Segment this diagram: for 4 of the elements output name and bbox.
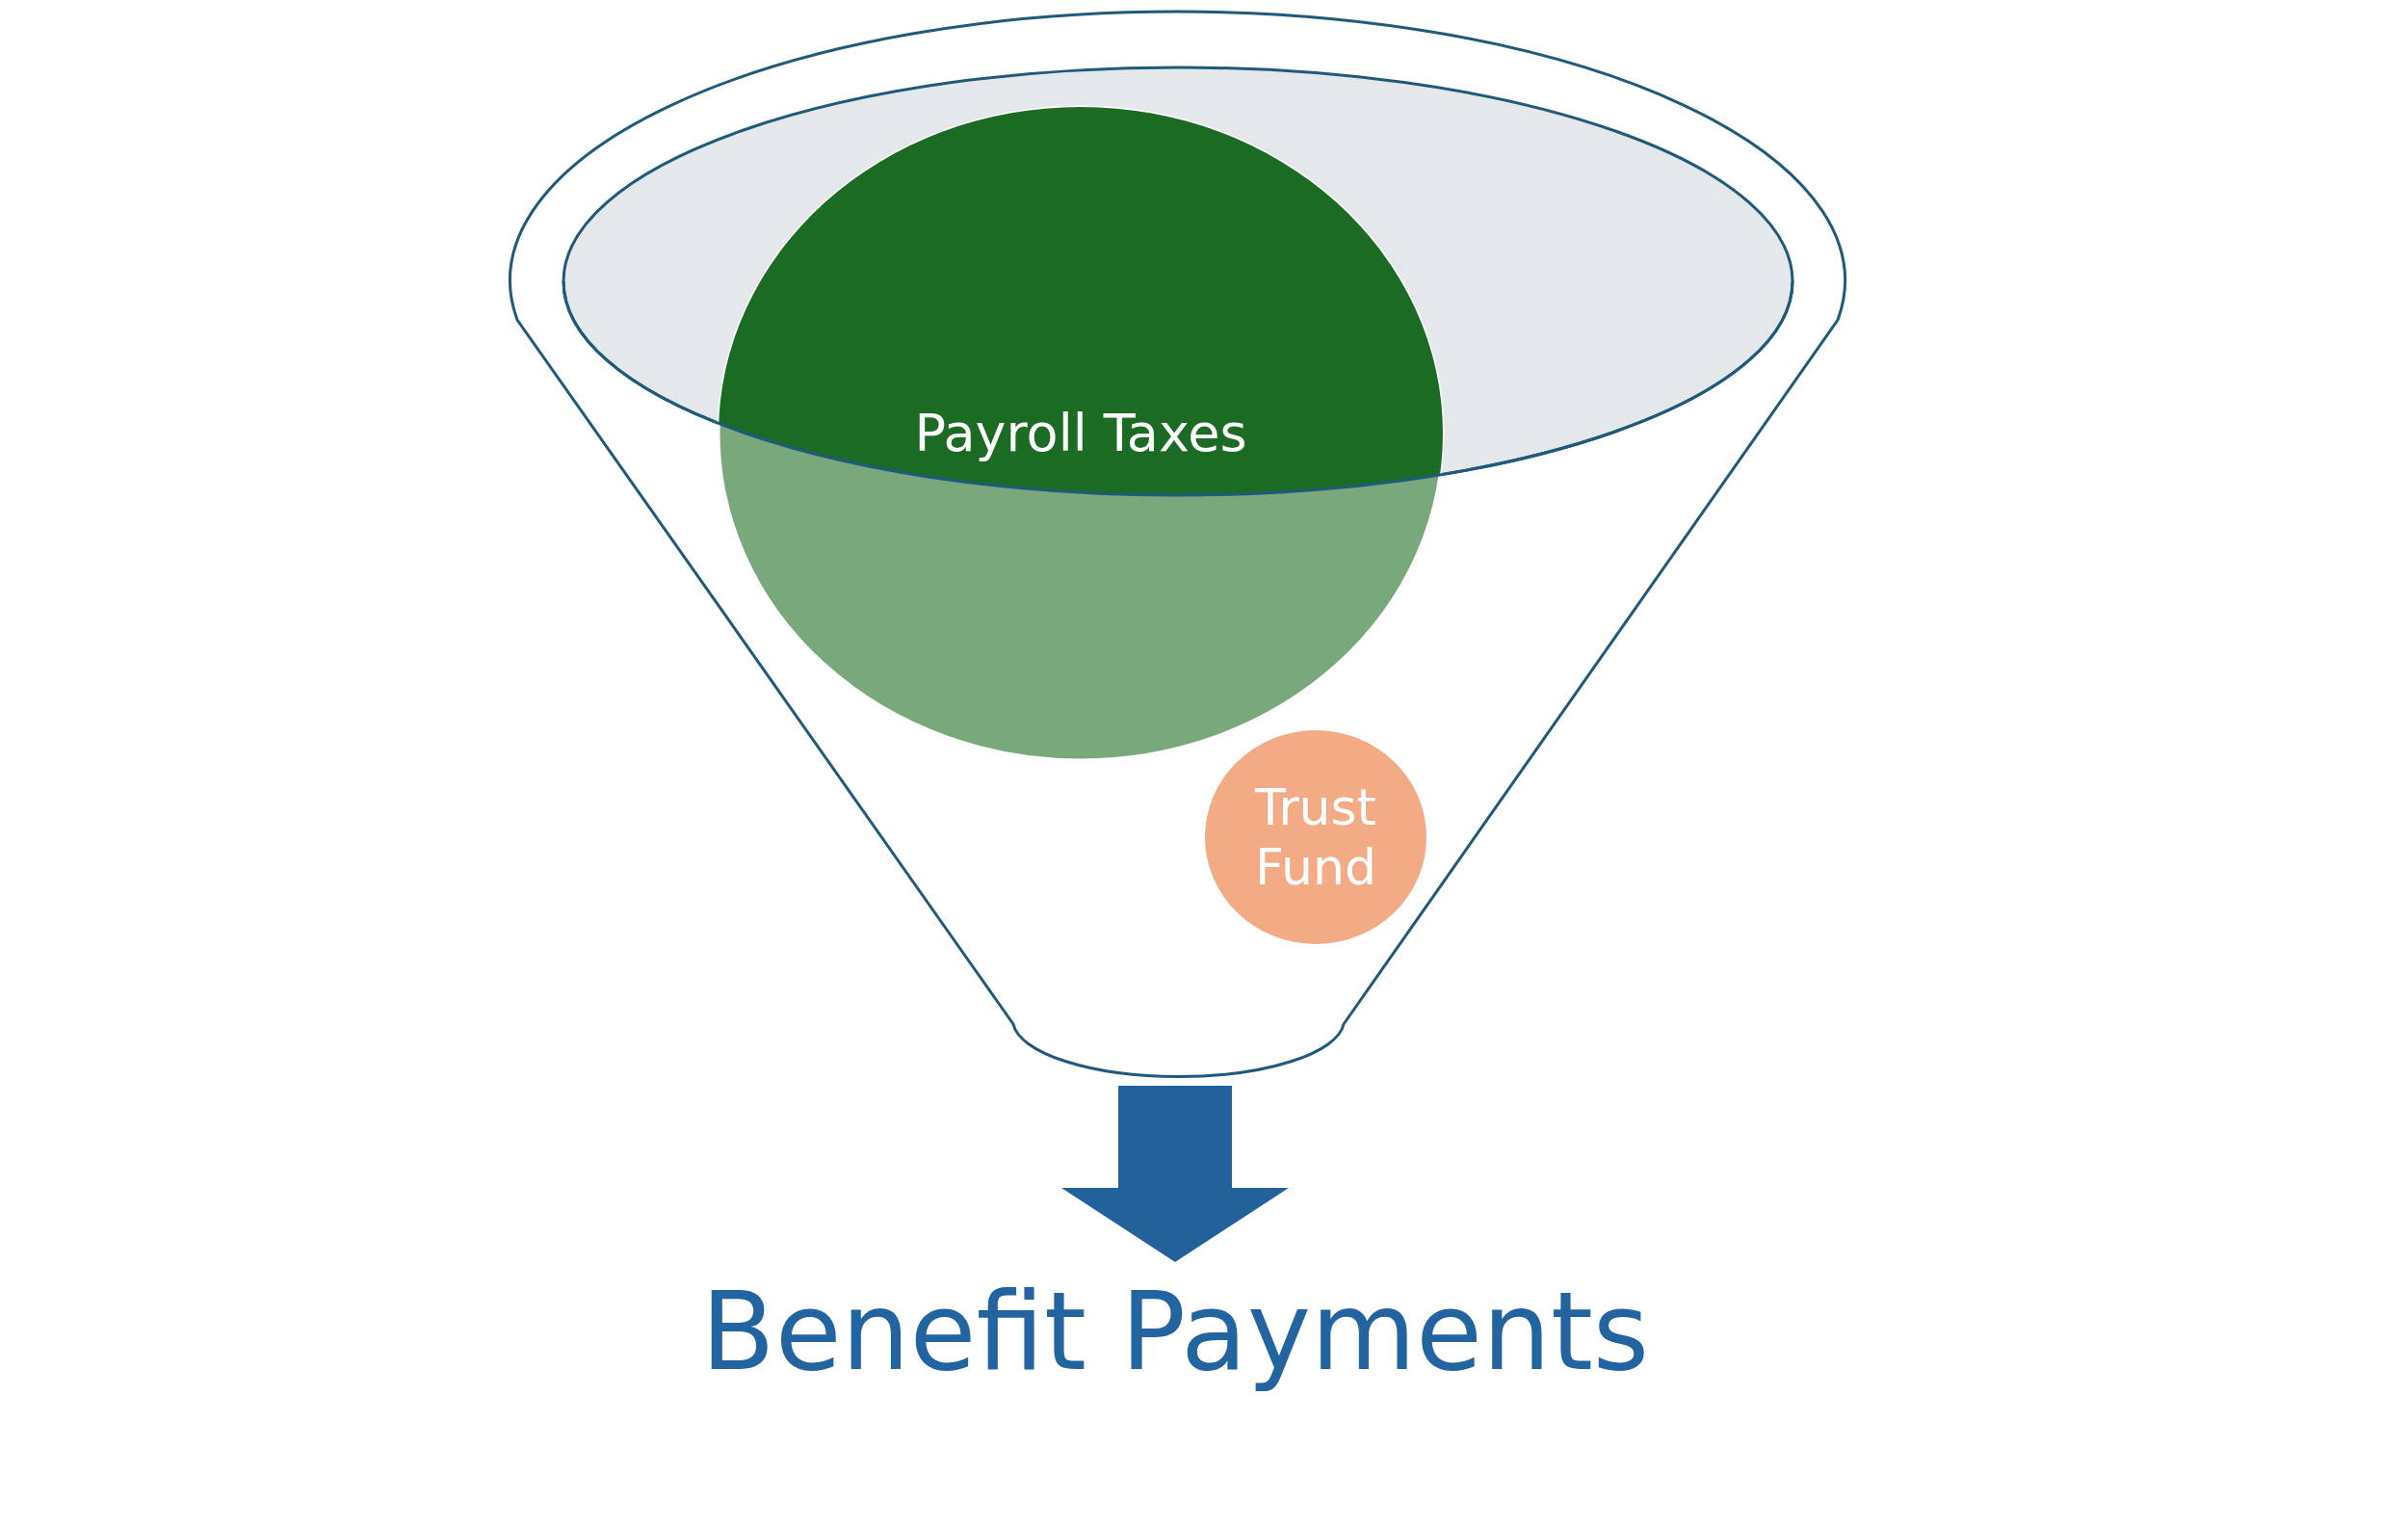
node-label: Payroll Taxes <box>913 402 1248 465</box>
node-label: Trust Fund <box>1253 777 1377 898</box>
block-arrow <box>1061 1086 1289 1262</box>
caption-text: Benefit Payments <box>700 1269 1650 1394</box>
